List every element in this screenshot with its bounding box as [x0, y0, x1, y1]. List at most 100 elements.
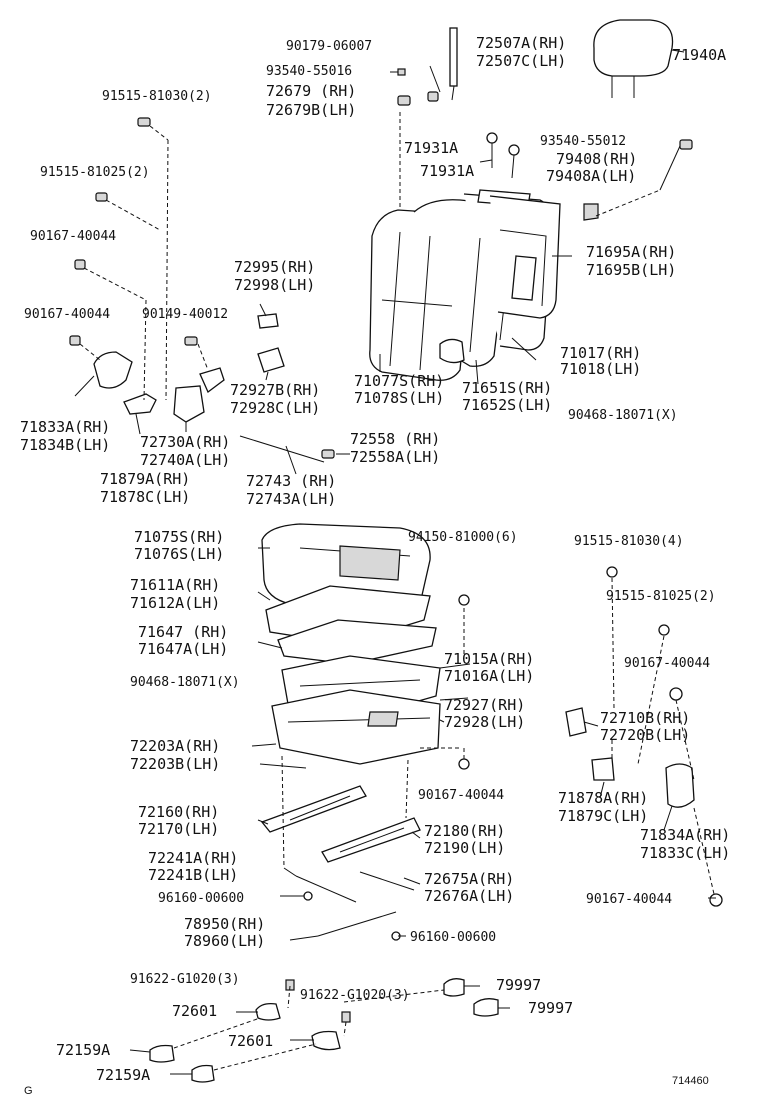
headrest-part — [593, 19, 685, 98]
part-label: 79408A(LH) — [546, 167, 636, 185]
part-label: 91515-81025(2) — [606, 589, 716, 604]
part-label: 71931A — [404, 139, 458, 157]
upper-screws-part — [69, 68, 693, 346]
part-label: 72558A(LH) — [350, 448, 440, 466]
part-label: 71612A(LH) — [130, 594, 220, 612]
part-label: 72558 (RH) — [350, 430, 440, 448]
part-label: 72927(RH) — [444, 696, 525, 714]
leader-lines — [74, 65, 716, 1075]
recliner-cover-part — [93, 351, 133, 389]
part-label: 72730A(RH) — [140, 433, 230, 451]
part-label: 90179-06007 — [286, 39, 372, 54]
part-label: 71834A(RH) — [640, 826, 730, 844]
seat-frame-part — [271, 655, 441, 765]
release-rod-part — [239, 435, 335, 463]
part-label: 90167-40044 — [418, 788, 504, 803]
corner-mark: G — [24, 1085, 33, 1097]
recliner-hinge-part — [123, 313, 285, 423]
part-label: 91515-81030(2) — [102, 89, 212, 104]
part-label: 71016A(LH) — [444, 667, 534, 685]
headrest-support-part — [397, 27, 458, 106]
part-label: 71879C(LH) — [558, 807, 648, 825]
part-label: 72507A(RH) — [476, 34, 566, 52]
part-label: 71076S(LH) — [134, 545, 224, 563]
seat-cables-part — [251, 743, 415, 941]
part-label: 71833C(LH) — [640, 844, 730, 862]
part-label: 78960(LH) — [184, 932, 265, 950]
part-label: 93540-55016 — [266, 64, 352, 79]
part-label: 71834B(LH) — [20, 436, 110, 454]
part-label: 72998(LH) — [234, 276, 315, 294]
part-label: 72720B(LH) — [600, 726, 690, 744]
part-label: 91515-81025(2) — [40, 165, 150, 180]
part-label: 72679B(LH) — [266, 101, 356, 119]
part-label: 72927B(RH) — [230, 381, 320, 399]
part-label: 72507C(LH) — [476, 52, 566, 70]
part-label: 90468-18071(X) — [568, 408, 678, 423]
part-label: 72159A — [56, 1041, 110, 1059]
part-label: 90167-40044 — [586, 892, 672, 907]
part-label: 71078S(LH) — [354, 389, 444, 407]
part-label: 72740A(LH) — [140, 451, 230, 469]
part-label: 90468-18071(X) — [130, 675, 240, 690]
part-label: 71652S(LH) — [462, 396, 552, 414]
part-label: 71647 (RH) — [138, 623, 228, 641]
part-label: 91622-G1020(3) — [300, 988, 410, 1003]
seat-back-frame-part — [489, 195, 561, 319]
part-label: 72190(LH) — [424, 839, 505, 857]
part-label: 72995(RH) — [234, 258, 315, 276]
part-label: 71879A(RH) — [100, 470, 190, 488]
part-label: 71015A(RH) — [444, 650, 534, 668]
illustration-number: 714460 — [672, 1075, 709, 1087]
part-label: 90149-40012 — [142, 307, 228, 322]
part-label: 90167-40044 — [24, 307, 110, 322]
part-label: 72601 — [228, 1032, 273, 1050]
seat-rail-part — [260, 785, 421, 863]
part-label: 94150-81000(6) — [408, 530, 518, 545]
clip-79408-part — [583, 203, 599, 221]
part-label: 72170(LH) — [138, 820, 219, 838]
part-label: 71611A(RH) — [130, 576, 220, 594]
part-label: 71878C(LH) — [100, 488, 190, 506]
part-label: 72928C(LH) — [230, 399, 320, 417]
part-label: 90167-40044 — [624, 656, 710, 671]
part-labels: 90179-06007 72507A(RH) 72507C(LH) 71940A… — [20, 34, 730, 1097]
part-label: 72180(RH) — [424, 822, 505, 840]
part-label: 91622-G1020(3) — [130, 972, 240, 987]
part-label: 90167-40044 — [30, 229, 116, 244]
part-label: 78950(RH) — [184, 915, 265, 933]
part-label: 79997 — [496, 976, 541, 994]
part-label: 71833A(RH) — [20, 418, 110, 436]
part-label: 72928(LH) — [444, 713, 525, 731]
bottom-cover-parts — [149, 978, 499, 1083]
part-label: 79408(RH) — [556, 150, 637, 168]
part-label: 96160-00600 — [410, 930, 496, 945]
part-label: 71651S(RH) — [462, 379, 552, 397]
part-label: 91515-81030(4) — [574, 534, 684, 549]
part-label: 71931A — [420, 162, 474, 180]
part-label: 72601 — [172, 1002, 217, 1020]
part-label: 72676A(LH) — [424, 887, 514, 905]
part-label: 71018(LH) — [560, 360, 641, 378]
part-label: 72679 (RH) — [266, 82, 356, 100]
part-label: 72160(RH) — [138, 803, 219, 821]
part-label: 71940A — [672, 46, 726, 64]
part-label: 72203B(LH) — [130, 755, 220, 773]
part-label: 96160-00600 — [158, 891, 244, 906]
part-label: 72675A(RH) — [424, 870, 514, 888]
part-label: 72710B(RH) — [600, 709, 690, 727]
part-label: 71075S(RH) — [134, 528, 224, 546]
part-label: 79997 — [528, 999, 573, 1017]
part-label: 72241B(LH) — [148, 866, 238, 884]
part-label: 71647A(LH) — [138, 640, 228, 658]
part-label: 72203A(RH) — [130, 737, 220, 755]
part-label: 72241A(RH) — [148, 849, 238, 867]
part-label: 71017(RH) — [560, 344, 641, 362]
part-label: 71077S(RH) — [354, 372, 444, 390]
part-label: 72743 (RH) — [246, 472, 336, 490]
part-label: 72159A — [96, 1066, 150, 1084]
part-label: 71878A(RH) — [558, 789, 648, 807]
part-label: 71695A(RH) — [586, 243, 676, 261]
side-cover-part — [458, 566, 723, 907]
